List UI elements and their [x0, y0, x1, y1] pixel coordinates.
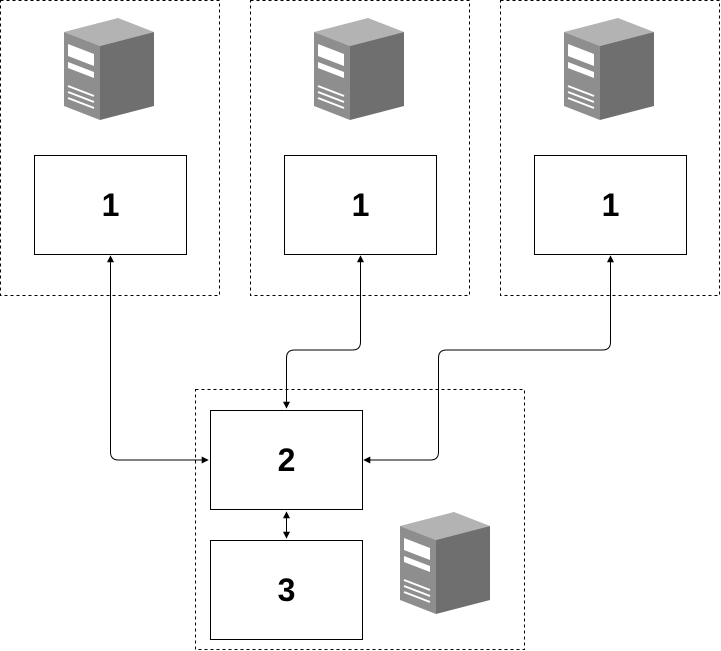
- server-box-upper-label: 2: [278, 442, 296, 478]
- client-container-1: [0, 0, 220, 296]
- connector-client1-server: [107, 255, 209, 464]
- server-group: 2 3: [195, 389, 525, 650]
- client-group-1: 1: [0, 0, 220, 296]
- client-box-label: 1: [352, 187, 370, 223]
- client-group-2: 1: [250, 0, 470, 296]
- client-container-2: [250, 0, 470, 296]
- server-icon: [399, 511, 491, 615]
- client-group-3: 1: [500, 0, 720, 296]
- client-box-3[interactable]: [534, 155, 687, 255]
- client-box-1[interactable]: [34, 155, 187, 255]
- connector-client3-server: [363, 255, 614, 464]
- server-box-lower[interactable]: [210, 540, 363, 640]
- server-icon: [563, 17, 655, 121]
- client-container-3: [500, 0, 720, 296]
- client-box-label: 1: [602, 187, 620, 223]
- server-box-upper[interactable]: [210, 410, 363, 510]
- client-box-label: 1: [102, 187, 120, 223]
- server-icon: [313, 17, 405, 121]
- client-box-2[interactable]: [284, 155, 437, 255]
- connector-client2-server: [283, 255, 364, 409]
- server-box-lower-label: 3: [278, 572, 296, 608]
- server-icon: [63, 17, 155, 121]
